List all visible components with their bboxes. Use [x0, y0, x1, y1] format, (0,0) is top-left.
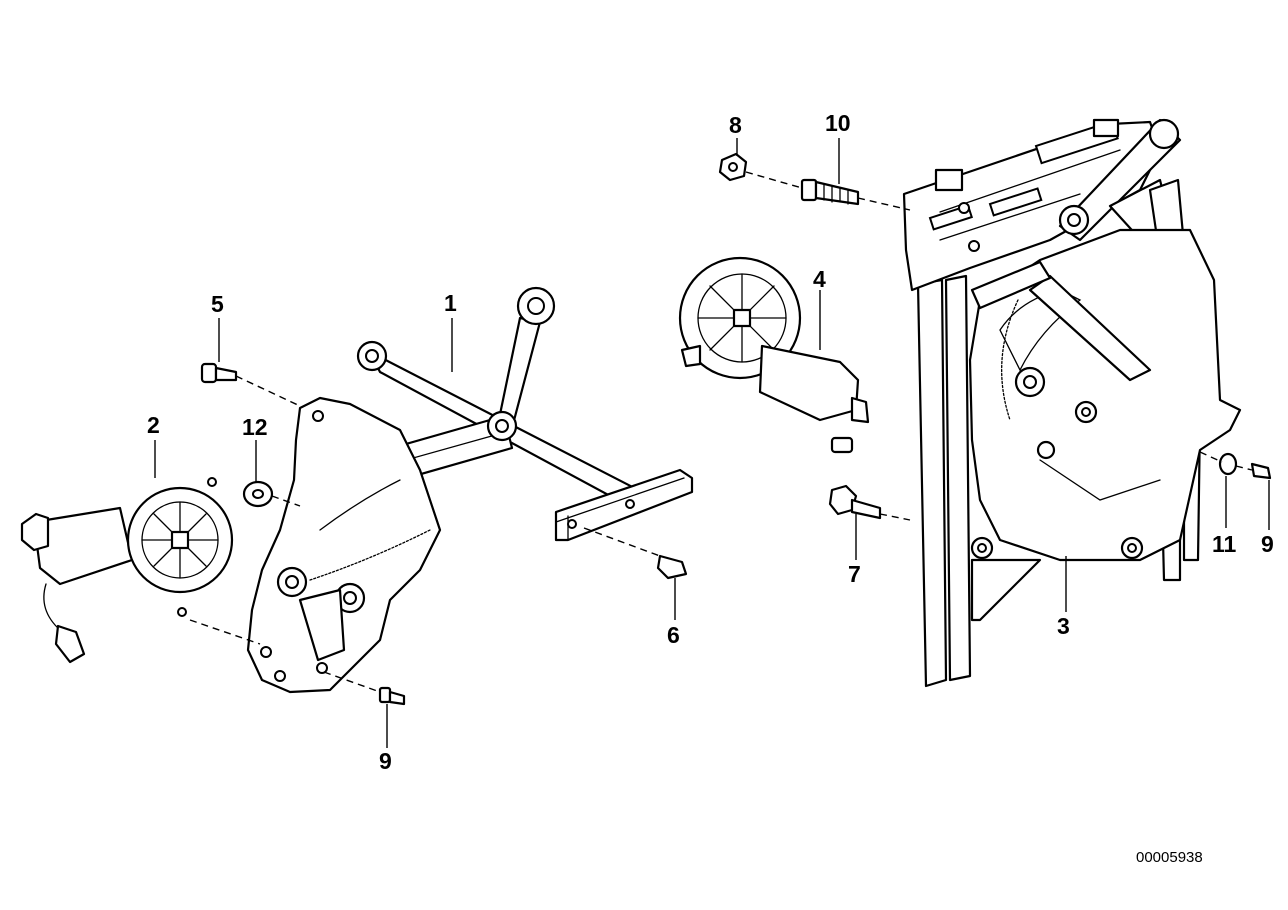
callout-4: 4 [813, 266, 826, 292]
screw-left-bottom [378, 686, 406, 706]
callout-6: 6 [667, 622, 680, 648]
grommet [242, 480, 274, 508]
alignment-line-left-3 [189, 619, 261, 645]
window-motor-left [20, 477, 234, 664]
alignment-line-right-4 [1199, 451, 1223, 463]
window-regulator-frame-right [902, 118, 1242, 688]
washer-right [1218, 452, 1238, 476]
callout-12: 12 [242, 414, 268, 440]
screw-left-top [200, 362, 238, 384]
stud-bolt [800, 178, 860, 206]
alignment-line-left-1 [235, 375, 301, 407]
callout-8: 8 [729, 112, 742, 138]
alignment-line-right-5 [1235, 465, 1253, 471]
callout-7: 7 [848, 561, 861, 587]
slide-nut [656, 554, 688, 580]
callout-3: 3 [1057, 613, 1070, 639]
window-motor-right [678, 256, 870, 454]
callout-9-right: 9 [1261, 531, 1274, 557]
alignment-line-right-3 [879, 513, 911, 521]
hex-nut [718, 152, 748, 182]
callout-2: 2 [147, 412, 160, 438]
alignment-line-right-2 [857, 197, 911, 211]
alignment-line-left-2 [271, 495, 301, 507]
alignment-line-right-1 [745, 171, 803, 189]
guide-rail [554, 468, 694, 542]
leader-lines [154, 138, 1270, 748]
callout-10: 10 [825, 110, 851, 136]
callout-11: 11 [1212, 531, 1237, 557]
regulator-base-plate-left [246, 396, 442, 694]
callout-9-left: 9 [379, 748, 392, 774]
alignment-line-left-5 [583, 527, 661, 557]
screw-right [1250, 462, 1272, 480]
hex-bolt [828, 484, 882, 520]
document-number: 00005938 [1136, 849, 1203, 866]
window-regulator-arm-assembly [348, 286, 652, 514]
callout-5: 5 [211, 291, 224, 317]
alignment-line-left-4 [323, 671, 381, 693]
callout-1: 1 [444, 290, 457, 316]
